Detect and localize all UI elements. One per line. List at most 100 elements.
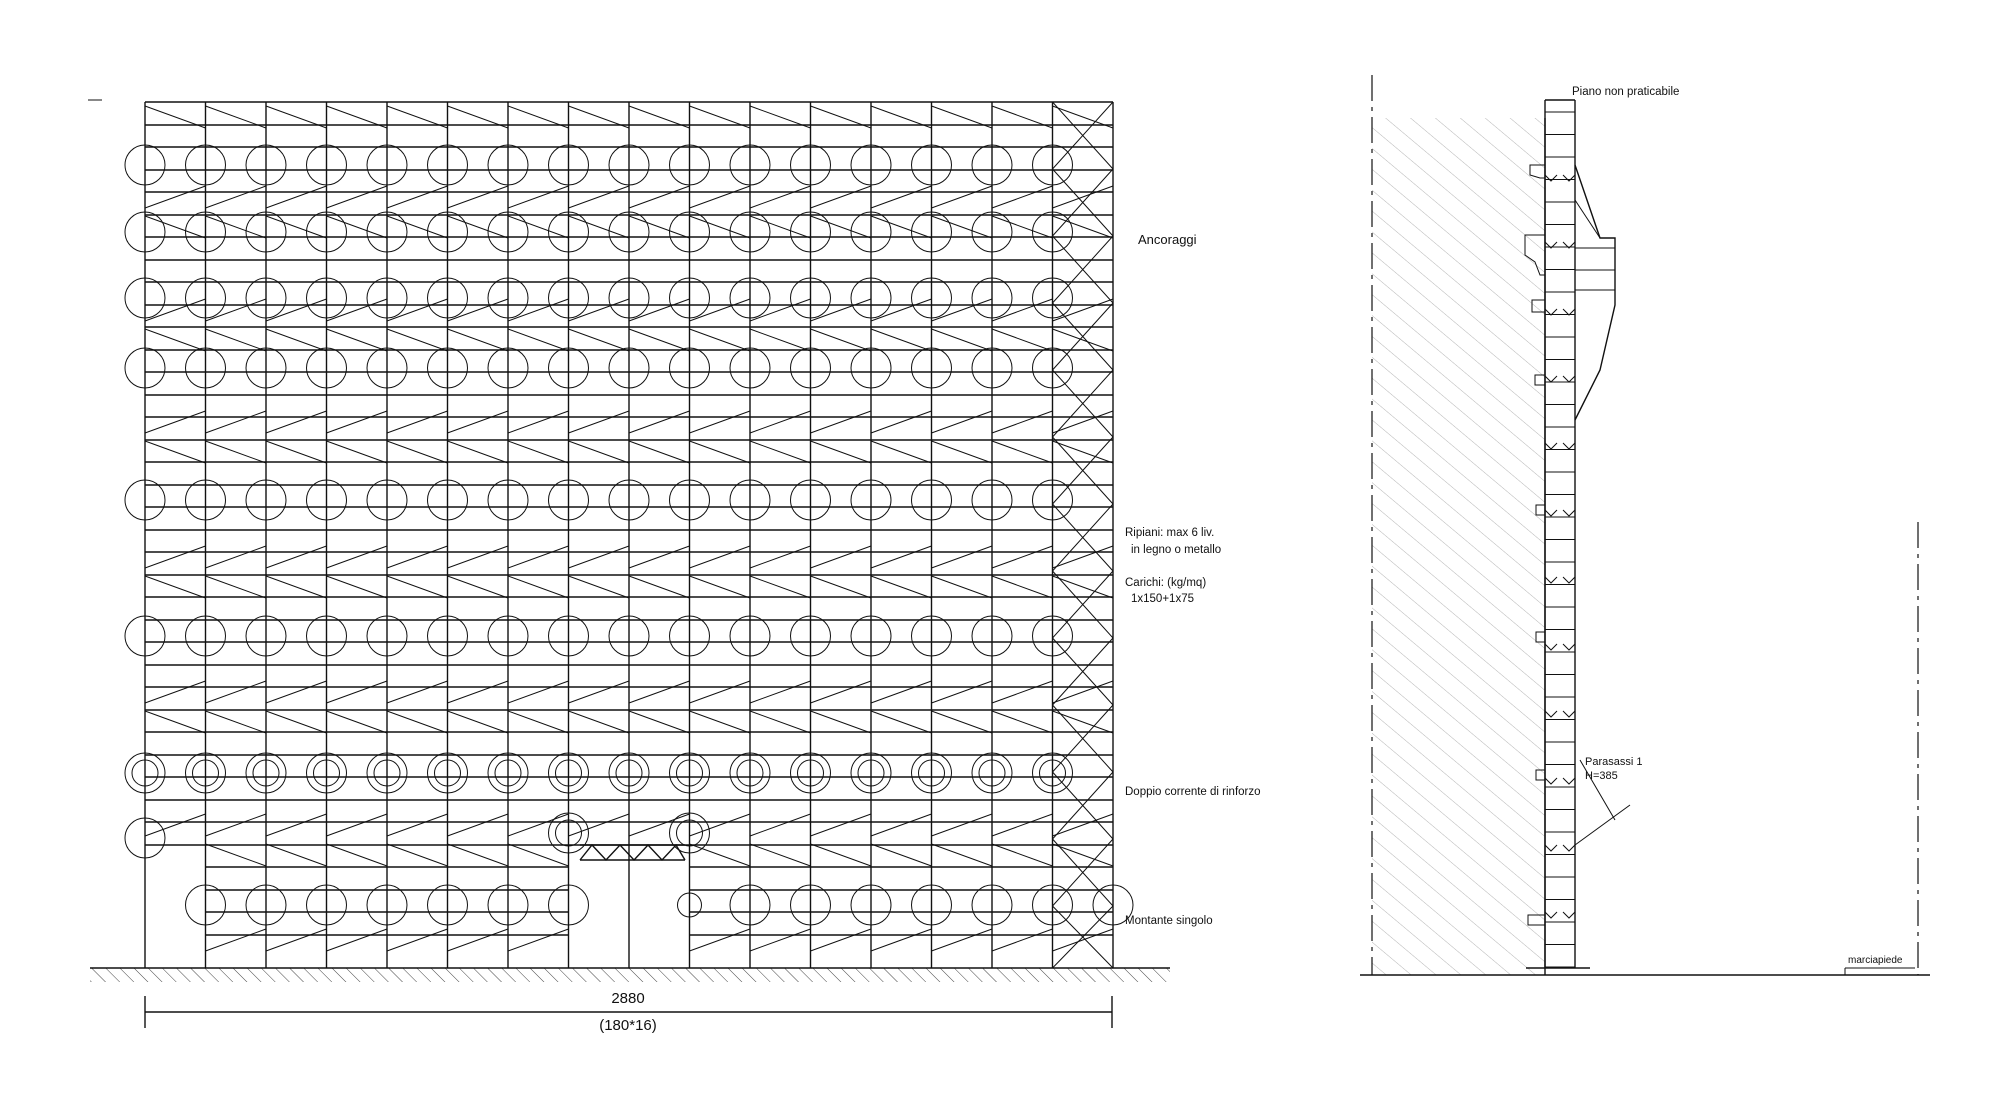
- anchor-circle: [366, 144, 408, 186]
- tie: [749, 440, 811, 464]
- section-bracket: [1562, 375, 1576, 383]
- anchor-circle: [1032, 479, 1073, 521]
- tie: [749, 843, 811, 867]
- section-bracket: [1544, 241, 1558, 249]
- anchor-circle-inner: [676, 759, 703, 787]
- tie: [991, 680, 1053, 704]
- tie: [568, 105, 630, 129]
- tie: [265, 328, 327, 352]
- tie: [205, 710, 267, 734]
- tie: [628, 575, 690, 599]
- tie: [991, 575, 1053, 599]
- tie: [628, 105, 690, 129]
- brace: [1052, 168, 1114, 237]
- tie: [749, 298, 811, 322]
- tie: [931, 185, 993, 209]
- tie: [507, 545, 569, 569]
- section-bracket: [1562, 442, 1576, 450]
- tie: [810, 710, 872, 734]
- brace: [1052, 369, 1114, 438]
- tie: [628, 298, 690, 322]
- bridge-girder: [579, 843, 686, 862]
- anchor-circle: [971, 884, 1013, 926]
- tie: [689, 328, 751, 352]
- anchor-circle: [790, 347, 831, 389]
- tie: [1052, 575, 1114, 599]
- building-hatch: [1372, 118, 1545, 975]
- anchor-circle: [306, 884, 347, 926]
- brace: [1052, 235, 1114, 304]
- anchor-circle: [124, 752, 166, 794]
- section-bracket: [1544, 643, 1558, 651]
- tie: [265, 928, 327, 952]
- anchor-circle: [427, 211, 468, 253]
- anchor-circle: [911, 752, 952, 794]
- tie: [870, 185, 932, 209]
- tie: [931, 440, 993, 464]
- anchor-circle: [669, 479, 710, 521]
- tie: [326, 410, 388, 434]
- tie: [326, 105, 388, 129]
- tie: [265, 710, 327, 734]
- tie: [810, 298, 872, 322]
- tie: [386, 215, 448, 239]
- tie: [749, 410, 811, 434]
- tie: [144, 328, 206, 352]
- anchor-circle: [1032, 615, 1073, 657]
- anchor-circle: [427, 347, 468, 389]
- tie: [265, 843, 327, 867]
- tie: [507, 843, 569, 867]
- tie: [144, 215, 206, 239]
- tie: [991, 328, 1053, 352]
- anchor-circle-inner: [797, 759, 824, 787]
- label-carichi-1: Carichi: (kg/mq): [1125, 577, 1206, 589]
- tie: [689, 298, 751, 322]
- tie: [991, 215, 1053, 239]
- anchor-circle: [971, 144, 1013, 186]
- anchor-circle-inner: [918, 759, 945, 787]
- anchor-circle: [850, 347, 892, 389]
- tie: [326, 215, 388, 239]
- tie: [628, 185, 690, 209]
- tie: [1052, 680, 1114, 704]
- tie: [870, 410, 932, 434]
- anchor-circle: [850, 144, 892, 186]
- tie: [1052, 813, 1114, 837]
- tie: [265, 215, 327, 239]
- tie: [870, 680, 932, 704]
- tie: [144, 680, 206, 704]
- anchor-circle: [306, 752, 347, 794]
- tie: [931, 575, 993, 599]
- section-bracket: [1544, 911, 1558, 919]
- section-bracket: [1544, 442, 1558, 450]
- anchor-circles: [124, 144, 1134, 926]
- tie: [447, 843, 509, 867]
- anchor-circle: [487, 347, 529, 389]
- tie: [144, 185, 206, 209]
- anchor-circle: [608, 347, 650, 389]
- tie: [810, 843, 872, 867]
- tie: [568, 298, 630, 322]
- anchor-circle: [1032, 752, 1073, 794]
- anchor-circle: [729, 144, 771, 186]
- anchor-circle: [245, 615, 287, 657]
- section-bracket: [1562, 710, 1576, 718]
- anchor-circle: [971, 752, 1013, 794]
- tie: [568, 328, 630, 352]
- tie: [265, 410, 327, 434]
- section-bracket: [1562, 174, 1576, 182]
- section-bracket: [1544, 375, 1558, 383]
- tie: [689, 680, 751, 704]
- tie: [870, 298, 932, 322]
- anchor-circle-inner: [978, 759, 1006, 787]
- anchor-circle: [306, 347, 347, 389]
- section-scaffold-tower: [1544, 99, 1576, 968]
- tie: [568, 710, 630, 734]
- label-ripiani-1: Ripiani: max 6 liv.: [1125, 527, 1214, 539]
- tie: [931, 710, 993, 734]
- anchor-circle: [850, 211, 892, 253]
- tie: [326, 680, 388, 704]
- tie: [326, 440, 388, 464]
- tie: [447, 680, 509, 704]
- anchor-circle: [487, 752, 529, 794]
